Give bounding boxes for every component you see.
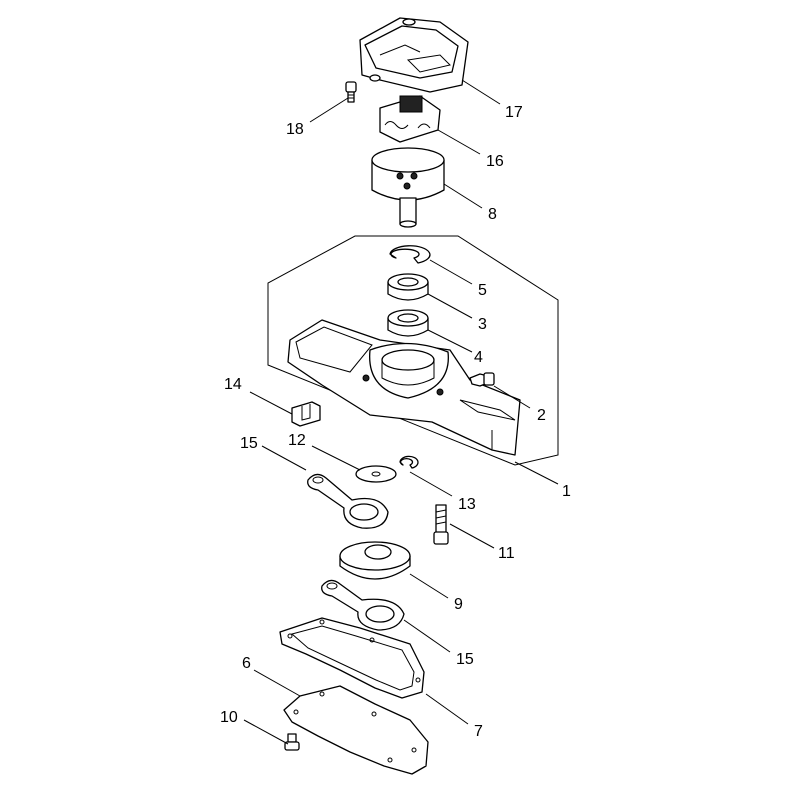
callout-8: 8 xyxy=(488,206,497,223)
callout-11: 11 xyxy=(498,545,515,562)
callout-7: 7 xyxy=(474,723,483,740)
leader-lines xyxy=(243,79,559,745)
callout-1: 1 xyxy=(562,483,571,500)
leader-6 xyxy=(253,669,301,697)
callout-2: 2 xyxy=(537,407,546,424)
callout-18: 18 xyxy=(286,121,304,138)
part-12-washer xyxy=(355,465,397,483)
leader-15a xyxy=(261,445,307,471)
part-3-bearing xyxy=(387,273,429,301)
leader-18 xyxy=(309,97,349,123)
leader-2 xyxy=(493,385,531,409)
callout-14: 14 xyxy=(224,376,242,393)
leader-17 xyxy=(461,79,501,105)
leader-4 xyxy=(427,329,473,353)
leader-1 xyxy=(514,461,559,485)
part-8-clutch-drum xyxy=(371,147,445,228)
leader-8 xyxy=(443,183,483,209)
leader-5 xyxy=(429,259,473,285)
callout-12: 12 xyxy=(288,432,306,449)
part-5-circlip xyxy=(389,245,431,264)
leader-3 xyxy=(427,293,473,319)
callout-13: 13 xyxy=(458,496,476,513)
leader-7 xyxy=(425,693,469,725)
part-14-clip xyxy=(291,401,321,427)
leader-9 xyxy=(409,573,449,599)
part-6-cover-plate xyxy=(283,685,429,775)
callout-10: 10 xyxy=(220,709,238,726)
part-7-gasket xyxy=(279,617,425,699)
callout-5: 5 xyxy=(478,282,487,299)
part-11-bolt xyxy=(433,504,449,545)
leader-11 xyxy=(449,523,495,549)
callout-3: 3 xyxy=(478,316,487,333)
part-10-screw xyxy=(284,733,300,751)
part-4-bearing xyxy=(387,309,429,337)
part-2-grease-fitting xyxy=(469,372,495,387)
leader-10 xyxy=(243,719,289,745)
leader-16 xyxy=(437,129,481,155)
callout-17: 17 xyxy=(505,104,523,121)
assembly-group-outline xyxy=(267,235,559,466)
part-9-cam-disc xyxy=(339,541,411,580)
callout-15-lower: 15 xyxy=(456,651,474,668)
callout-9: 9 xyxy=(454,596,463,613)
callout-6: 6 xyxy=(242,655,251,672)
leader-14 xyxy=(249,391,293,415)
part-17-gear-case-cover xyxy=(359,17,469,93)
part-18-screw xyxy=(345,81,357,103)
part-13-snap-ring xyxy=(399,455,419,469)
part-1-gear-case xyxy=(287,319,521,456)
leader-15b xyxy=(403,619,451,653)
callout-16: 16 xyxy=(486,153,504,170)
callout-labels: 17 18 16 8 5 3 4 14 2 12 15 1 13 11 9 15… xyxy=(220,104,571,740)
callout-15-upper: 15 xyxy=(240,435,258,452)
part-15-connecting-rod-upper xyxy=(307,473,389,529)
part-16-clutch xyxy=(379,95,441,143)
part-15-connecting-rod-lower xyxy=(321,579,405,631)
leader-13 xyxy=(409,471,453,497)
callout-4: 4 xyxy=(474,349,483,366)
leader-12 xyxy=(311,445,361,471)
